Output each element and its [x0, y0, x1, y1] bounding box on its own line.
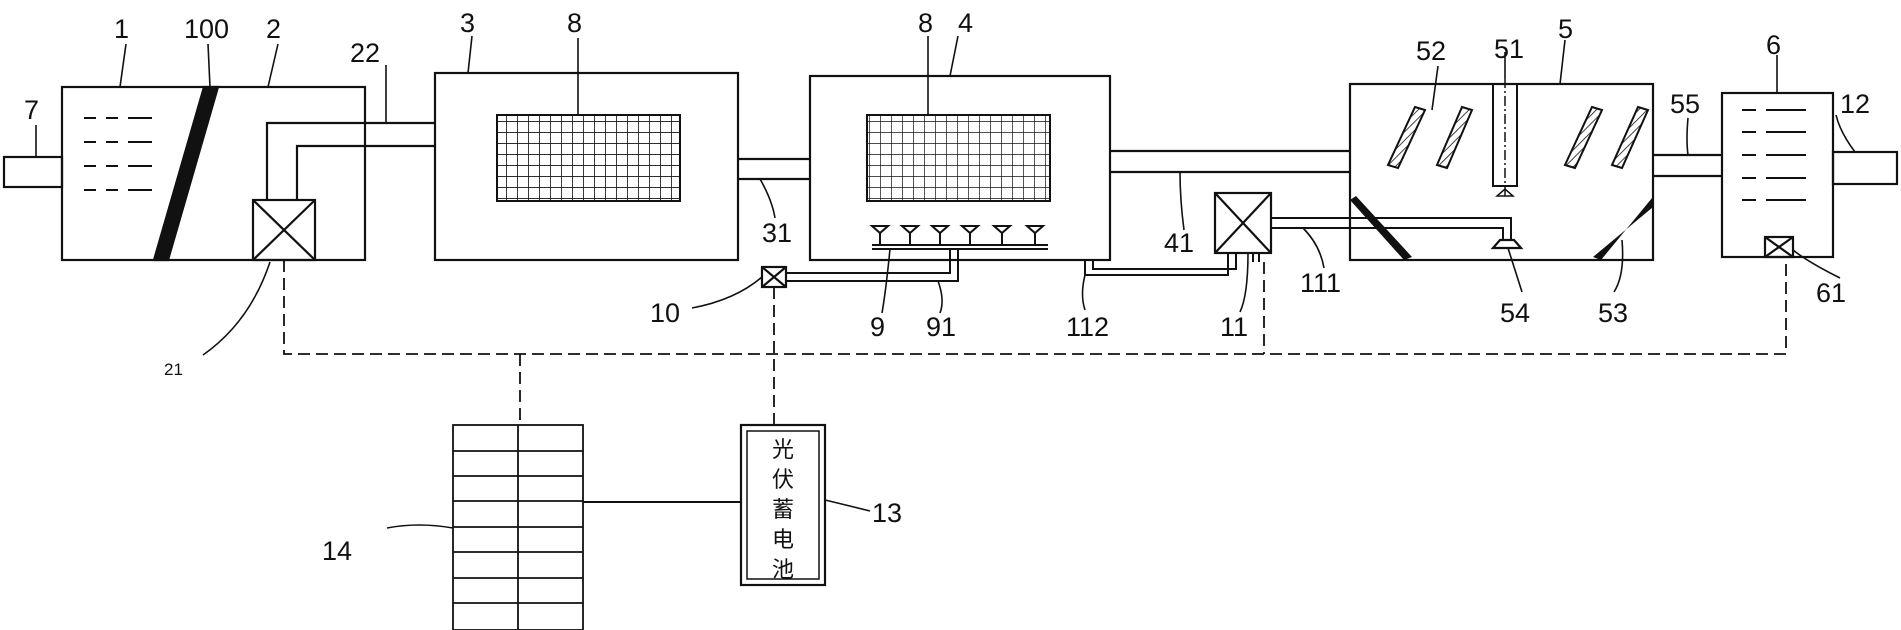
tank-6: [1720, 91, 1835, 259]
nozzle-54: [1490, 238, 1524, 250]
inclined-plate-100: [152, 85, 220, 262]
water-level-marks: [84, 117, 152, 191]
label-air-pipe-91: 91: [926, 312, 956, 342]
battery-13: [739, 423, 827, 587]
label-pump-21: 21: [164, 360, 183, 379]
label-inclined-plate-100: 100: [184, 14, 229, 44]
tank-1-2: [60, 85, 367, 262]
pipe-112: [1084, 253, 1229, 276]
battery-char-3: 蓄: [772, 498, 794, 523]
settler-5: [1348, 82, 1655, 262]
label-reactor-4: 4: [958, 8, 973, 38]
battery-char-1: 光: [772, 438, 794, 463]
battery-char-2: 伏: [772, 468, 794, 493]
label-packing-8-right: 8: [918, 8, 933, 38]
label-solar-panel-14: 14: [322, 536, 352, 566]
baffles-52: [1386, 105, 1650, 170]
label-slope-53: 53: [1598, 298, 1628, 328]
slope-53-right: [1593, 198, 1653, 260]
label-settler-5: 5: [1558, 14, 1573, 44]
label-tank-6: 6: [1766, 30, 1781, 60]
air-pipe-91: [786, 249, 951, 274]
label-aerator-9: 9: [870, 312, 885, 342]
label-pipe-112: 112: [1066, 312, 1109, 342]
leader-lines: [35, 35, 1856, 529]
outlet-12: [1831, 150, 1899, 186]
label-pump-61: 61: [1816, 278, 1846, 308]
reactor-3: [433, 71, 740, 262]
label-baffle-52: 52: [1416, 36, 1446, 66]
battery-char-4: 电: [772, 528, 794, 553]
label-outlet-12: 12: [1840, 89, 1870, 119]
label-nozzle-54: 54: [1500, 298, 1530, 328]
label-tank-1: 1: [114, 14, 129, 44]
battery-char-5: 池: [772, 558, 794, 583]
label-pipe-55: 55: [1670, 89, 1700, 119]
label-pump-10: 10: [650, 298, 680, 328]
label-pipe-31: 31: [762, 218, 792, 248]
label-pipe-22: 22: [350, 38, 380, 68]
control-lines: [283, 257, 1787, 425]
label-pipe-41: 41: [1164, 228, 1194, 258]
inlet-pipe-7: [2, 155, 64, 189]
slope-53-left: [1350, 196, 1412, 260]
solar-panel-14: [452, 424, 584, 630]
label-pump-11: 11: [1220, 312, 1248, 342]
aerator-9: [869, 225, 1048, 250]
pump-61: [1763, 235, 1795, 259]
label-reactor-3: 3: [460, 8, 475, 38]
label-tank-2: 2: [266, 14, 281, 44]
packing-8-left-grid: [497, 115, 680, 201]
part-labels: 7 1 100 2 22 3 8 8 4 52 51 5 6 55 12 31 …: [24, 8, 1870, 566]
label-inlet-7: 7: [24, 95, 39, 125]
tank-6-level-marks: [1742, 109, 1806, 201]
label-packing-8-left: 8: [567, 8, 582, 38]
pump-11: [1213, 191, 1273, 255]
label-mixer-51: 51: [1494, 34, 1524, 64]
label-battery-13: 13: [872, 498, 902, 528]
packing-8-right-grid: [867, 115, 1050, 201]
reactor-4: [808, 74, 1112, 262]
battery-text: 光 伏 蓄 电 池: [772, 438, 794, 583]
pipe-22: [265, 121, 365, 200]
label-pipe-111: 111: [1300, 268, 1341, 298]
